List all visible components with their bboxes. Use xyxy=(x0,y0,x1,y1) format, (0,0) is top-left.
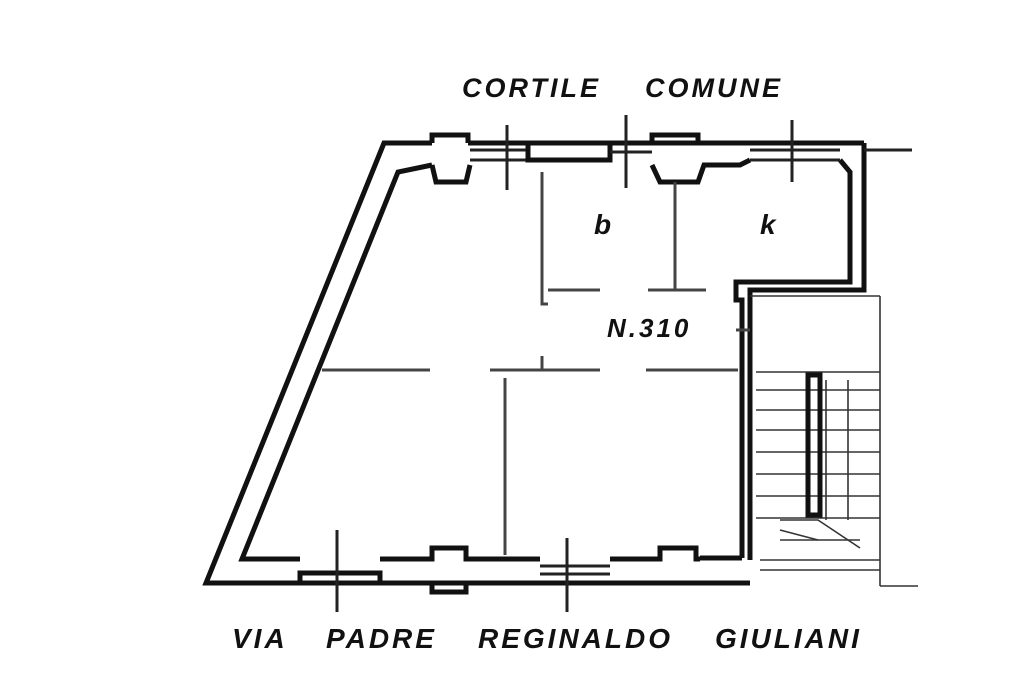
room-label-bathroom: b xyxy=(594,209,614,240)
stairwell xyxy=(750,295,918,587)
top-label-comune: COMUNE xyxy=(645,73,783,103)
opening-marks xyxy=(335,115,794,612)
bottom-label-via: VIA xyxy=(232,623,288,654)
interior-partitions xyxy=(322,172,750,555)
unit-number: N.310 xyxy=(607,313,691,343)
bottom-label-giuliani: GIULIANI xyxy=(715,623,862,654)
bottom-label-reginaldo: REGINALDO xyxy=(478,623,673,654)
window-openings xyxy=(297,132,840,595)
outer-wall xyxy=(202,140,912,586)
top-label-cortile: CORTILE xyxy=(462,73,601,103)
room-label-kitchen: k xyxy=(760,209,779,240)
bottom-label-padre: PADRE xyxy=(326,623,437,654)
